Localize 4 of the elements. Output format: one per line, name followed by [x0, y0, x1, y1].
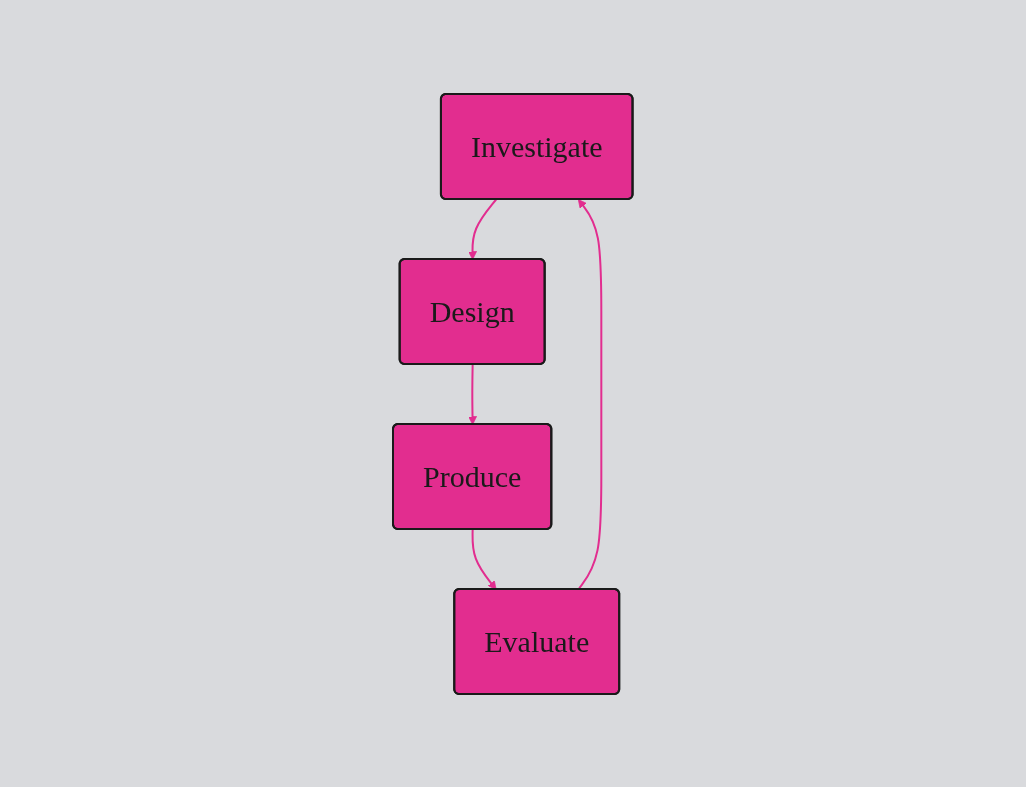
arrow — [468, 363, 478, 425]
arrow — [577, 198, 603, 590]
arrow — [471, 528, 497, 590]
arrow — [468, 198, 498, 260]
